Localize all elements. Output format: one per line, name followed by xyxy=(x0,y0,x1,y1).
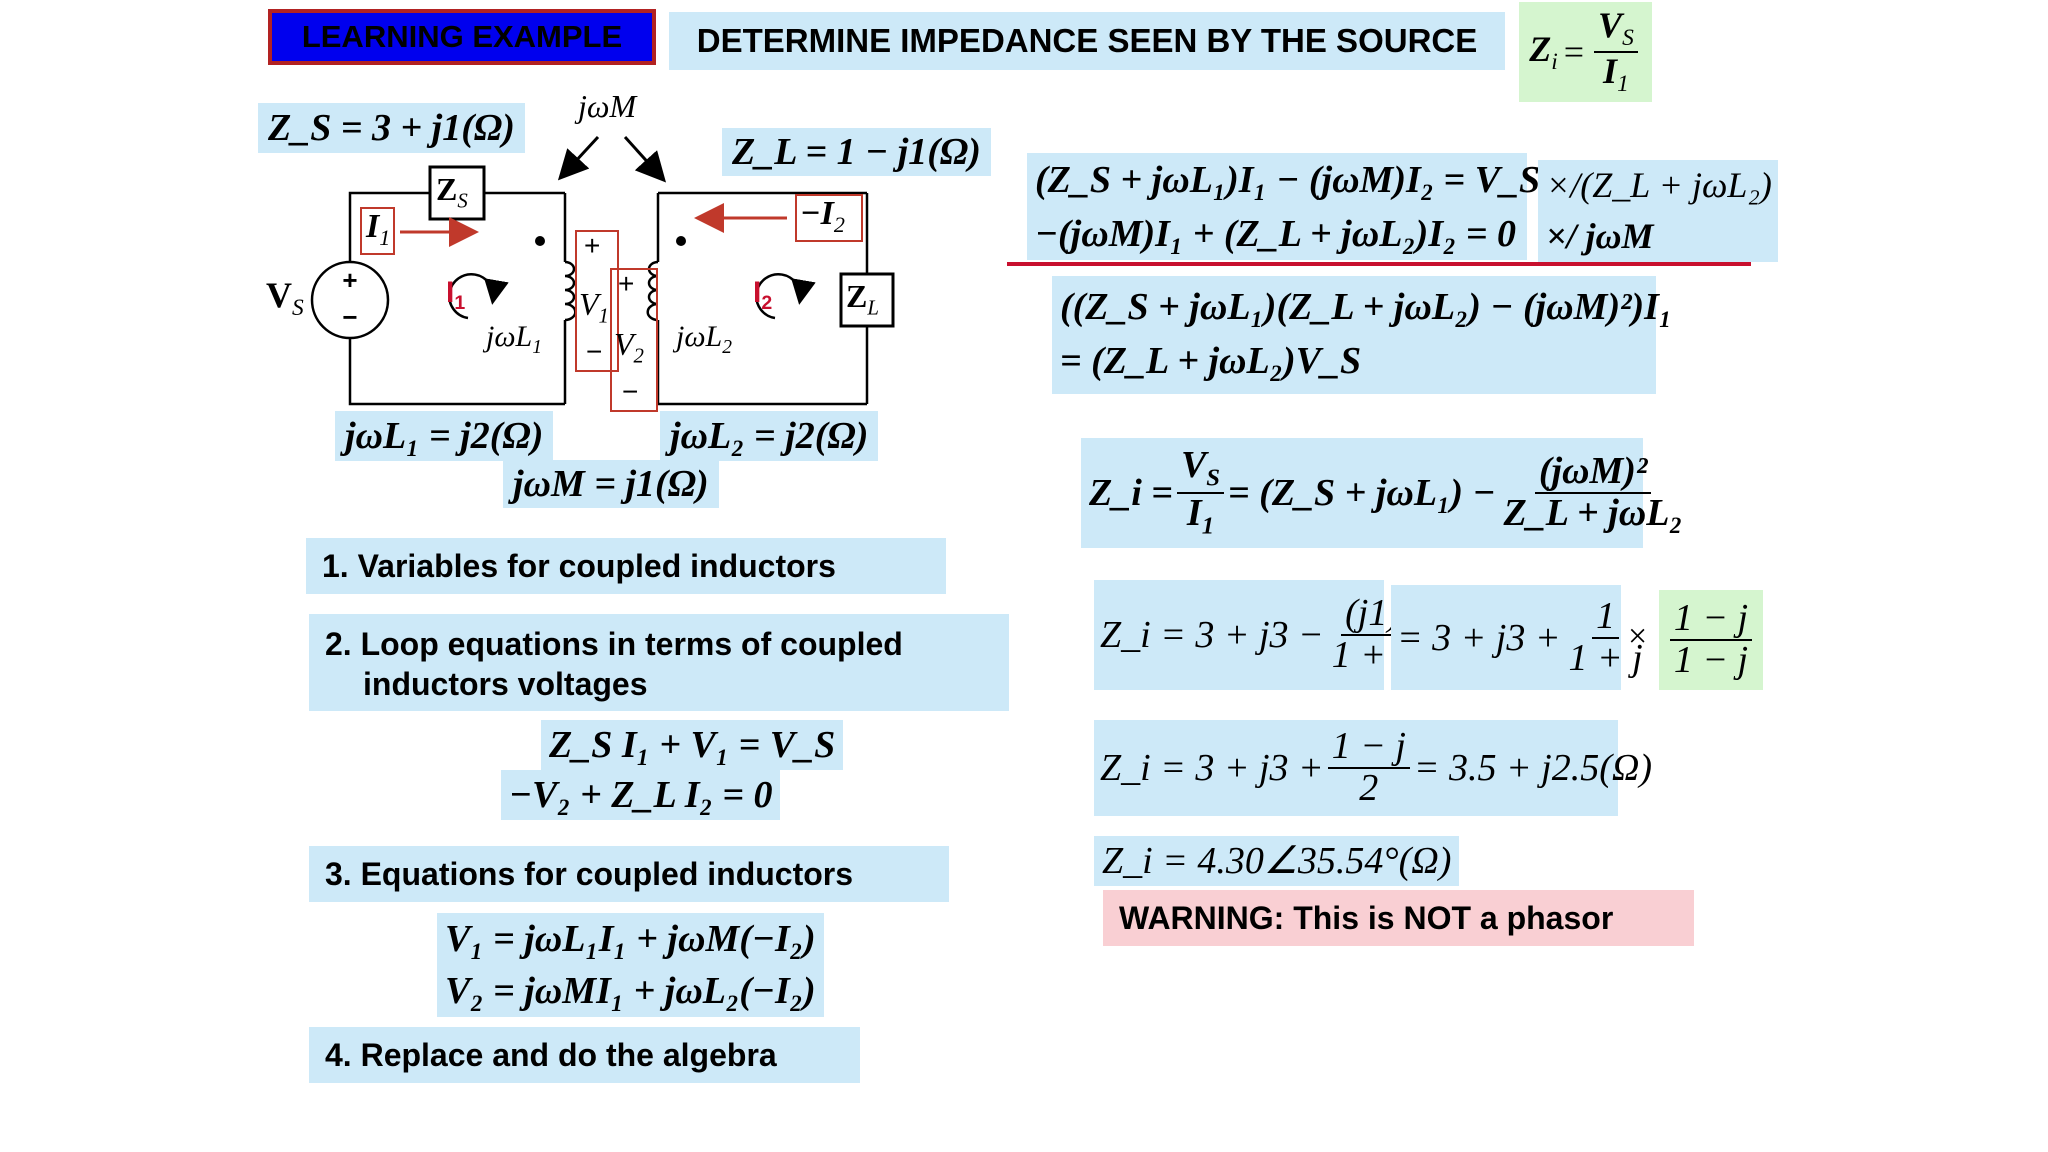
l2-label: jωL2 xyxy=(676,320,732,358)
coupled-equation-2: V₂ = jωMI₁ + jωL₂(−I₂) xyxy=(437,965,824,1017)
zl-box xyxy=(839,272,895,328)
v2-minus: − xyxy=(622,376,639,407)
jwl1-value-label: jωL₁ = j2(Ω) xyxy=(335,411,554,461)
zs-box xyxy=(428,165,486,221)
loop-current-1-icon xyxy=(448,273,509,320)
times-symbol: × xyxy=(1628,618,1648,655)
i1-label: I1 xyxy=(366,208,391,250)
step-2-heading: 2. Loop equations in terms of coupled in… xyxy=(309,614,1009,711)
zl-box-label: ZL xyxy=(846,278,879,320)
combined-equation: ((Z_S + jωL₁)(Z_L + jωL₂) − (jωM)²)I₁ = … xyxy=(1052,276,1672,394)
jwl2-value-label: jωL₂ = j2(Ω) xyxy=(660,411,879,461)
algebra-equation-1: (Z_S + jωL₁)I₁ − (jωM)I₂ = V_S xyxy=(1027,153,1540,208)
algebra-multiplier-2: ×/ jωM xyxy=(1538,210,1778,262)
coupled-inductor-circuit: + − xyxy=(310,135,895,412)
loop-current-2-icon xyxy=(755,273,816,320)
svg-text:+: + xyxy=(342,265,357,295)
left-loop-wire xyxy=(348,191,430,271)
source-label: VS xyxy=(266,275,304,322)
v1-label: V1 xyxy=(579,286,609,328)
step-1-heading: 1. Variables for coupled inductors xyxy=(306,538,946,594)
algebra-multiplier-1: ×/(Z_L + jωL₂) xyxy=(1538,160,1778,210)
learning-example-badge: LEARNING EXAMPLE xyxy=(268,9,656,65)
loop-equation-2: −V₂ + Z_L I₂ = 0 xyxy=(501,770,781,820)
v2-plus: + xyxy=(618,268,635,299)
polarity-dot-l1 xyxy=(535,236,545,246)
loop-current-2-label: I2 xyxy=(753,276,773,314)
v2-marker-box xyxy=(610,268,658,412)
i2-marker-box xyxy=(795,194,863,242)
v1-plus: + xyxy=(584,230,601,261)
v2-label: V2 xyxy=(614,326,644,368)
i2-label: −I2 xyxy=(800,195,845,237)
zl-value-label: Z_L = 1 − j1(Ω) xyxy=(722,128,991,176)
svg-text:−: − xyxy=(342,302,357,332)
phasor-warning: WARNING: This is NOT a phasor xyxy=(1103,890,1694,946)
mutual-arrow-left xyxy=(557,135,600,181)
loop-current-1-label: I1 xyxy=(446,276,466,314)
polarity-dot-l2 xyxy=(676,236,686,246)
step-3-heading: 3. Equations for coupled inductors xyxy=(309,846,949,902)
mutual-inductance-label: jωM xyxy=(578,88,637,124)
step-4-heading: 4. Replace and do the algebra xyxy=(309,1027,860,1083)
v1-marker-box xyxy=(575,230,619,372)
v1-minus: − xyxy=(586,336,603,367)
algebra-equation-2: −(jωM)I₁ + (Z_L + jωL₂)I₂ = 0 xyxy=(1027,208,1527,260)
zs-box-label: ZS xyxy=(436,171,468,213)
voltage-source-icon xyxy=(310,260,390,340)
page-title: DETERMINE IMPEDANCE SEEN BY THE SOURCE xyxy=(669,12,1505,70)
jwm-value-label: jωM = j1(Ω) xyxy=(503,460,719,508)
coupled-equation-1: V₁ = jωL₁I₁ + jωM(−I₂) xyxy=(437,913,824,965)
i1-marker-box xyxy=(360,207,395,255)
elimination-divider-line xyxy=(1007,262,1751,266)
l1-label: jωL1 xyxy=(486,320,542,358)
zi-polar-result: Z_i = 4.30∠35.54°(Ω) xyxy=(1094,836,1460,886)
mutual-arrow-right xyxy=(623,135,667,183)
zs-value-label: Z_S = 3 + j1(Ω) xyxy=(258,103,525,153)
inductor-l1-icon xyxy=(564,260,577,322)
loop-equation-1: Z_S I₁ + V₁ = V_S xyxy=(541,720,844,770)
